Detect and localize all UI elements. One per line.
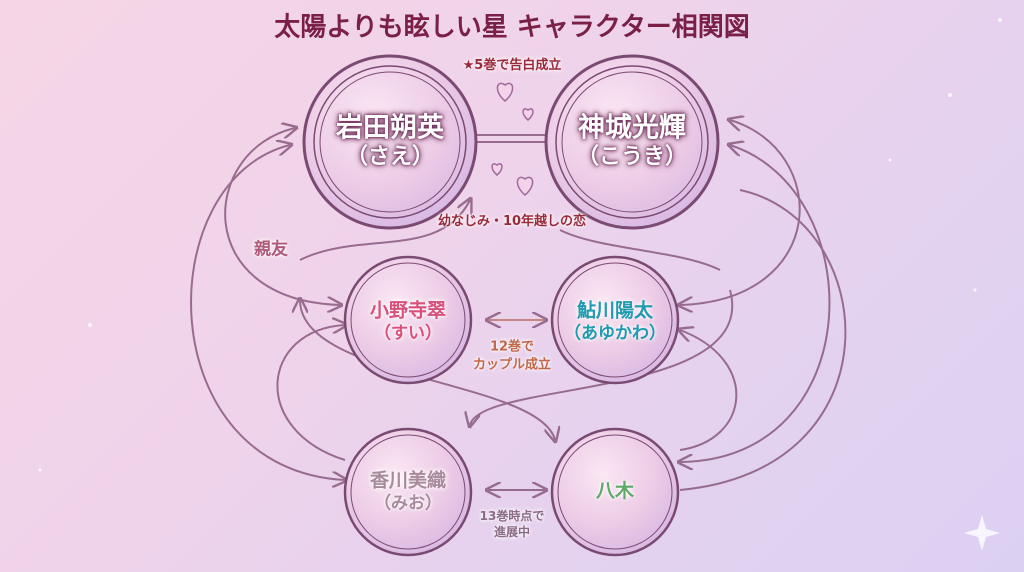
line-ayu-right bbox=[680, 330, 738, 451]
character-sui: 小野寺翠 （すい） bbox=[370, 300, 446, 345]
character-kana: （すい） bbox=[373, 323, 442, 344]
line-mio-left bbox=[276, 325, 345, 461]
character-kouki: 神城光輝 （こうき） bbox=[577, 113, 687, 172]
character-name: 香川美織 bbox=[369, 469, 447, 492]
line-childhood bbox=[299, 200, 470, 261]
line-yagi-right bbox=[679, 189, 847, 491]
diagram-title: 太陽よりも眩しい星 キャラクター相関図 bbox=[274, 12, 750, 43]
character-yagi: 八木 bbox=[596, 480, 634, 504]
heart-icons bbox=[491, 82, 534, 196]
circle-sui bbox=[343, 255, 473, 385]
circle-mio bbox=[343, 427, 473, 557]
character-name: 神城光輝 bbox=[577, 112, 686, 144]
label-confession: ★5巻で告白成立 bbox=[462, 58, 562, 74]
character-kana: （さえ） bbox=[345, 145, 434, 170]
circle-kouki bbox=[544, 54, 720, 230]
circle-sae bbox=[302, 54, 478, 230]
character-name: 岩田朔英 bbox=[336, 112, 444, 144]
line-sae-mio bbox=[190, 145, 345, 480]
character-ayukawa: 鮎川陽太 （あゆかわ） bbox=[564, 300, 666, 345]
sparkles bbox=[38, 18, 1002, 551]
line-childhood2 bbox=[559, 229, 721, 271]
character-kana: （あゆかわ） bbox=[564, 323, 666, 344]
character-kana: （こうき） bbox=[576, 145, 688, 170]
character-kana: （みお） bbox=[373, 493, 442, 514]
label-progress: 13巻時点で 進展中 bbox=[479, 508, 545, 539]
line-sae-kouki bbox=[477, 134, 545, 143]
label-childhood: 幼なじみ・10年越しの恋 bbox=[437, 214, 587, 230]
line-kouki-yagi bbox=[680, 145, 831, 462]
label-best-friend: 親友 bbox=[254, 239, 288, 260]
circle-yagi bbox=[550, 427, 680, 557]
label-couple: 12巻で カップル成立 bbox=[472, 339, 552, 372]
character-name: 鮎川陽太 bbox=[576, 299, 653, 322]
character-sae: 岩田朔英 （さえ） bbox=[336, 113, 444, 172]
character-name: 小野寺翠 bbox=[369, 299, 447, 322]
character-name: 八木 bbox=[595, 480, 635, 503]
character-mio: 香川美織 （みお） bbox=[370, 470, 446, 515]
circle-ayukawa bbox=[550, 255, 680, 385]
